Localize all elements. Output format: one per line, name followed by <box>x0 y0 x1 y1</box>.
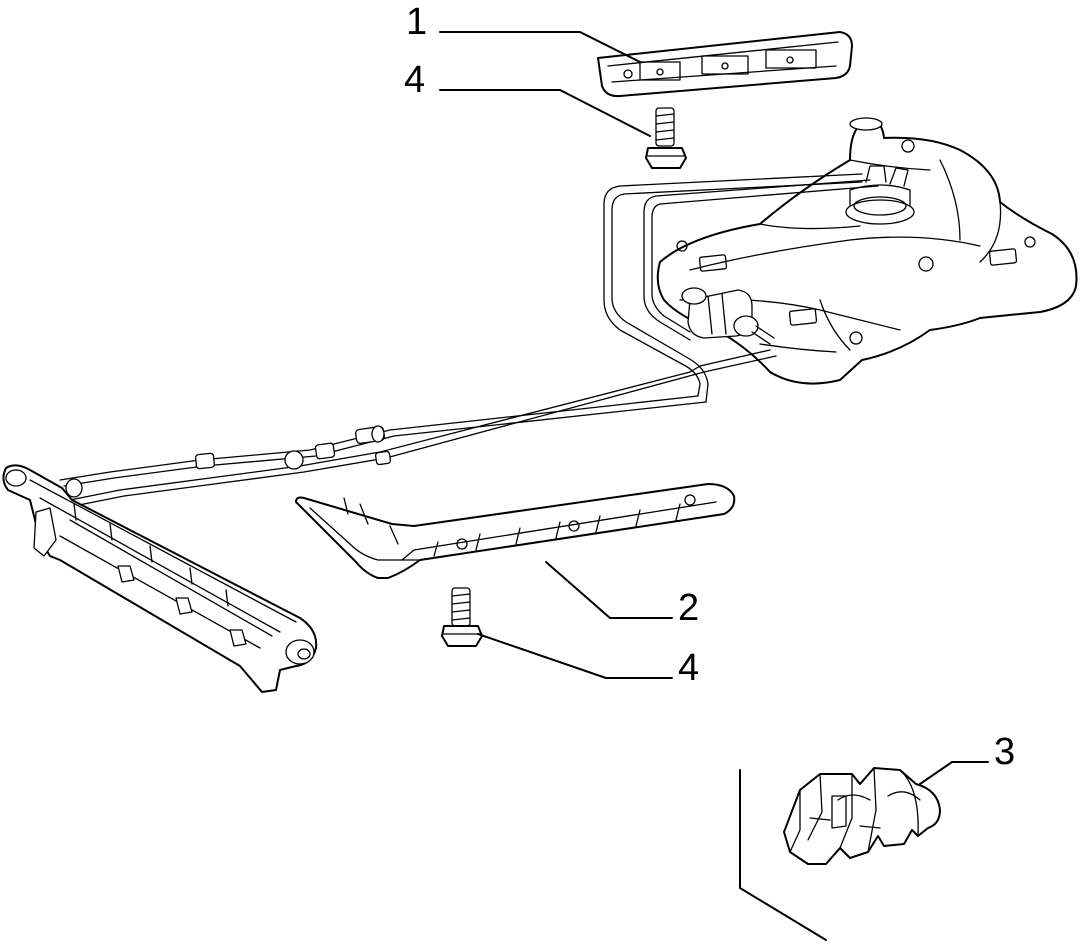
fuel-rail <box>2 464 318 693</box>
fuel-tank <box>656 117 1078 385</box>
inset-frame-line <box>739 769 827 941</box>
leader-lines <box>439 31 989 785</box>
bracket-part-2 <box>295 483 736 579</box>
bolt-top <box>645 107 687 169</box>
callout-2: 2 <box>678 587 699 629</box>
bracket-part-1 <box>597 31 853 98</box>
callout-4-top: 4 <box>404 59 425 101</box>
fuel-pipes <box>59 173 879 507</box>
clip-part-3 <box>783 767 941 865</box>
callout-3: 3 <box>994 731 1015 773</box>
callout-1: 1 <box>406 1 427 43</box>
callout-4-bottom: 4 <box>678 647 699 689</box>
bolt-bottom <box>441 587 483 647</box>
